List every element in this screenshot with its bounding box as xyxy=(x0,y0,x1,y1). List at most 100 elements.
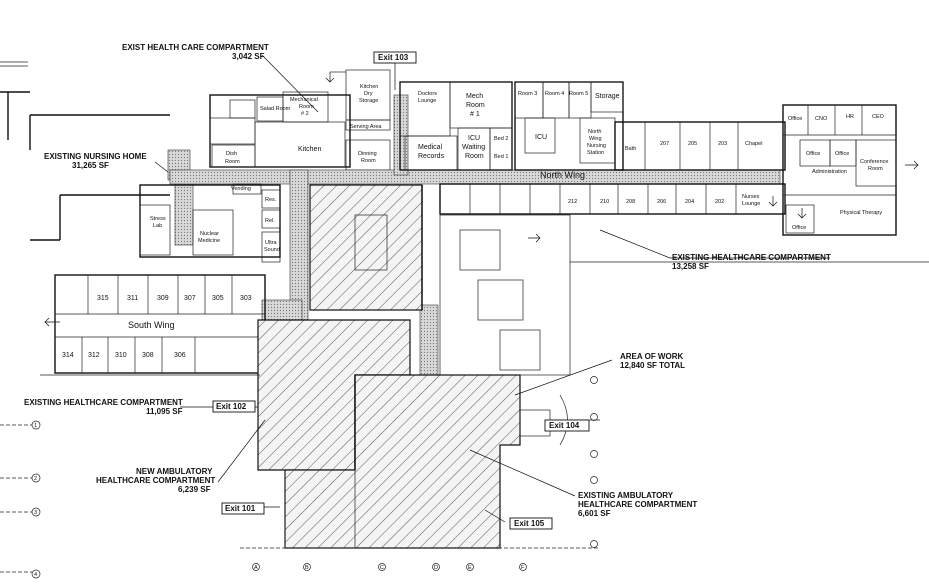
room-serving: Serving Area xyxy=(350,124,382,130)
room-ultra-a: Ultra xyxy=(265,240,278,246)
room-rel: Rel. xyxy=(265,218,275,224)
exit-arrows xyxy=(44,72,919,327)
room-ceo: CEO xyxy=(872,114,885,120)
exit-101: Exit 101 xyxy=(225,504,256,513)
grid-d: D xyxy=(434,565,438,571)
room-bed2: Bed 2 xyxy=(494,136,508,142)
room-205: 205 xyxy=(688,141,697,147)
room-hr: HR xyxy=(846,114,854,120)
room-mech2-b: Room xyxy=(299,104,314,110)
room-210: 210 xyxy=(600,199,609,205)
room-storage: Storage xyxy=(595,93,620,100)
room-nurses-a: Nurses xyxy=(742,194,760,200)
room-nuclear-a: Nuclear xyxy=(200,231,219,237)
room-labels: Salad Room Mechanical Room # 2 Kitchen D… xyxy=(62,84,888,359)
north-wing-rooms xyxy=(439,121,786,215)
area-of-work xyxy=(257,184,521,549)
room-icu: ICU xyxy=(535,134,547,141)
imaging-block xyxy=(139,183,281,263)
grid-4: 4 xyxy=(34,572,37,578)
exist-amb-label-2: HEALTHCARE COMPARTMENT xyxy=(578,500,697,509)
room-kdry-c: Storage xyxy=(359,98,378,104)
room-icuwait-a: ICU xyxy=(468,135,480,142)
room-mech1-a: Mech xyxy=(466,93,483,100)
clinic-block xyxy=(40,214,929,376)
exit-103-box xyxy=(373,51,417,64)
exit-103: Exit 103 xyxy=(378,53,409,62)
room-202: 202 xyxy=(715,199,724,205)
room-dinning-b: Room xyxy=(361,158,376,164)
room-kitchen: Kitchen xyxy=(298,146,321,153)
room-office-3: Office xyxy=(835,151,849,157)
room-dish-b: Room xyxy=(225,159,240,165)
south-wing-label: South Wing xyxy=(128,320,175,330)
room-308: 308 xyxy=(142,352,154,359)
area-of-work-label: AREA OF WORK xyxy=(620,352,683,361)
room-medrec-b: Records xyxy=(418,153,445,160)
room-chapel: Chapel xyxy=(745,141,762,147)
exit-104: Exit 104 xyxy=(549,421,580,430)
room-mech1-b: Room xyxy=(466,102,485,109)
room-cno: CNO xyxy=(815,116,828,122)
room-office-4: Office xyxy=(792,225,806,231)
grid-2: 2 xyxy=(34,476,37,482)
grid-labels: 1 2 3 4 A B C D E F xyxy=(34,423,525,578)
exist-amb-sf: 6,601 SF xyxy=(578,509,611,518)
nursing-home-outline xyxy=(0,61,170,241)
room-mech2-a: Mechanical xyxy=(290,97,318,103)
grid-1: 1 xyxy=(34,423,37,429)
north-wing-label: North Wing xyxy=(540,170,585,180)
room-nws-c: Nursing xyxy=(587,143,606,149)
room-kdry-a: Kitchen xyxy=(360,84,378,90)
room-nuclear-b: Medicine xyxy=(198,238,220,244)
room-5: Room 5 xyxy=(569,91,588,97)
room-nurses-b: Lounge xyxy=(742,201,760,207)
room-303: 303 xyxy=(240,295,252,302)
grid-c: C xyxy=(380,565,384,571)
room-312: 312 xyxy=(88,352,100,359)
room-203: 203 xyxy=(718,141,727,147)
room-dish-a: Dish xyxy=(226,151,237,157)
exit-102-box xyxy=(212,400,256,413)
room-314: 314 xyxy=(62,352,74,359)
room-vending: Vending xyxy=(231,186,251,192)
room-ultra-b: Sound xyxy=(264,247,280,253)
room-doctors-b: Lounge xyxy=(418,98,436,104)
north-hc-sf: 13,258 SF xyxy=(672,262,709,271)
south-hc-label: EXISTING HEALTHCARE COMPARTMENT xyxy=(24,398,183,407)
room-208: 208 xyxy=(626,199,635,205)
room-4: Room 4 xyxy=(545,91,564,97)
room-office-2: Office xyxy=(806,151,820,157)
room-mech1-c: # 1 xyxy=(470,111,480,118)
nursing-home-label: EXISTING NURSING HOME xyxy=(44,152,147,161)
room-medrec-a: Medical xyxy=(418,144,443,151)
room-212: 212 xyxy=(568,199,577,205)
exist-hc-label: EXIST HEALTH CARE COMPARTMENT xyxy=(122,43,269,52)
grid-f: F xyxy=(521,565,525,571)
room-315: 315 xyxy=(97,295,109,302)
exist-hc-sf: 3,042 SF xyxy=(232,52,265,61)
leader-lines xyxy=(154,54,830,523)
grid-3: 3 xyxy=(34,510,37,516)
room-office-1: Office xyxy=(788,116,802,122)
room-conf-b: Room xyxy=(868,166,883,172)
room-conf-a: Conference xyxy=(860,159,888,165)
area-of-work-sf: 12,840 SF TOTAL xyxy=(620,361,685,370)
exit-102: Exit 102 xyxy=(216,402,247,411)
room-311: 311 xyxy=(127,295,138,302)
icu-block xyxy=(399,81,624,171)
room-nws-a: North xyxy=(588,129,601,135)
north-hc-label: EXISTING HEALTHCARE COMPARTMENT xyxy=(672,253,831,262)
grid-a: A xyxy=(254,565,258,571)
exist-amb-label-1: EXISTING AMBULATORY xyxy=(578,491,674,500)
room-res: Res. xyxy=(265,197,277,203)
grid-b: B xyxy=(305,565,309,571)
corridor-east xyxy=(419,304,439,376)
room-309: 309 xyxy=(157,295,169,302)
exit-105: Exit 105 xyxy=(514,519,545,528)
room-206: 206 xyxy=(657,199,666,205)
corridor-ne xyxy=(393,94,409,176)
exit-105-box xyxy=(509,517,553,530)
room-306: 306 xyxy=(174,352,186,359)
